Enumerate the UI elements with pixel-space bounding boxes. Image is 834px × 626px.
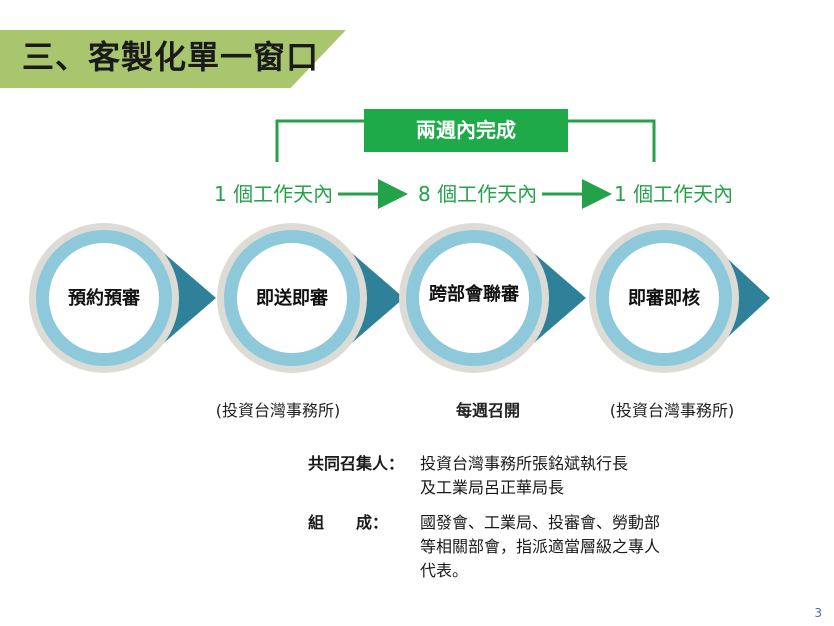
step-4-center	[609, 243, 719, 353]
timeline-segment-1: 1 個工作天內	[214, 182, 333, 206]
page-title: 三、客製化單一窗口	[22, 38, 320, 76]
page-number: 3	[814, 606, 822, 620]
convener-line-2: 及工業局呂正華局長	[420, 478, 565, 497]
step-2-center	[237, 243, 347, 353]
step-3: 跨部會聯審	[399, 223, 586, 373]
step-3-center	[419, 243, 529, 353]
step-3-note: 每週召開	[456, 401, 520, 420]
convener-label: 共同召集人：	[308, 454, 405, 473]
step-4-label: 即審即核	[628, 287, 700, 309]
step-1-label: 預約預審	[68, 287, 141, 309]
members-value: 國發會、工業局、投審會、勞動部等相關部會，指派適當層級之專人代表。	[420, 513, 661, 580]
title-band	[0, 30, 346, 88]
step-4-note: (投資台灣事務所)	[610, 401, 735, 420]
timeline-banner	[364, 109, 568, 152]
step-1: 預約預審	[29, 223, 216, 373]
convener-value: 投資台灣事務所張銘斌執行長 及工業局呂正華局長	[420, 452, 680, 500]
step-4: 即審即核	[589, 223, 770, 373]
convener-line-1: 投資台灣事務所張銘斌執行長	[420, 454, 629, 473]
timeline-banner-label: 兩週內完成	[416, 118, 516, 142]
step-2-note: (投資台灣事務所)	[216, 401, 341, 420]
step-2-label: 即送即審	[256, 287, 329, 309]
step-3-label: 跨部會聯審	[429, 283, 520, 305]
timeline-segment-2: 8 個工作天內	[418, 182, 537, 206]
timeline-segment-3: 1 個工作天內	[614, 182, 733, 206]
step-2: 即送即審	[217, 223, 404, 373]
step-1-center	[49, 243, 159, 353]
members-label: 組 成：	[308, 513, 389, 532]
